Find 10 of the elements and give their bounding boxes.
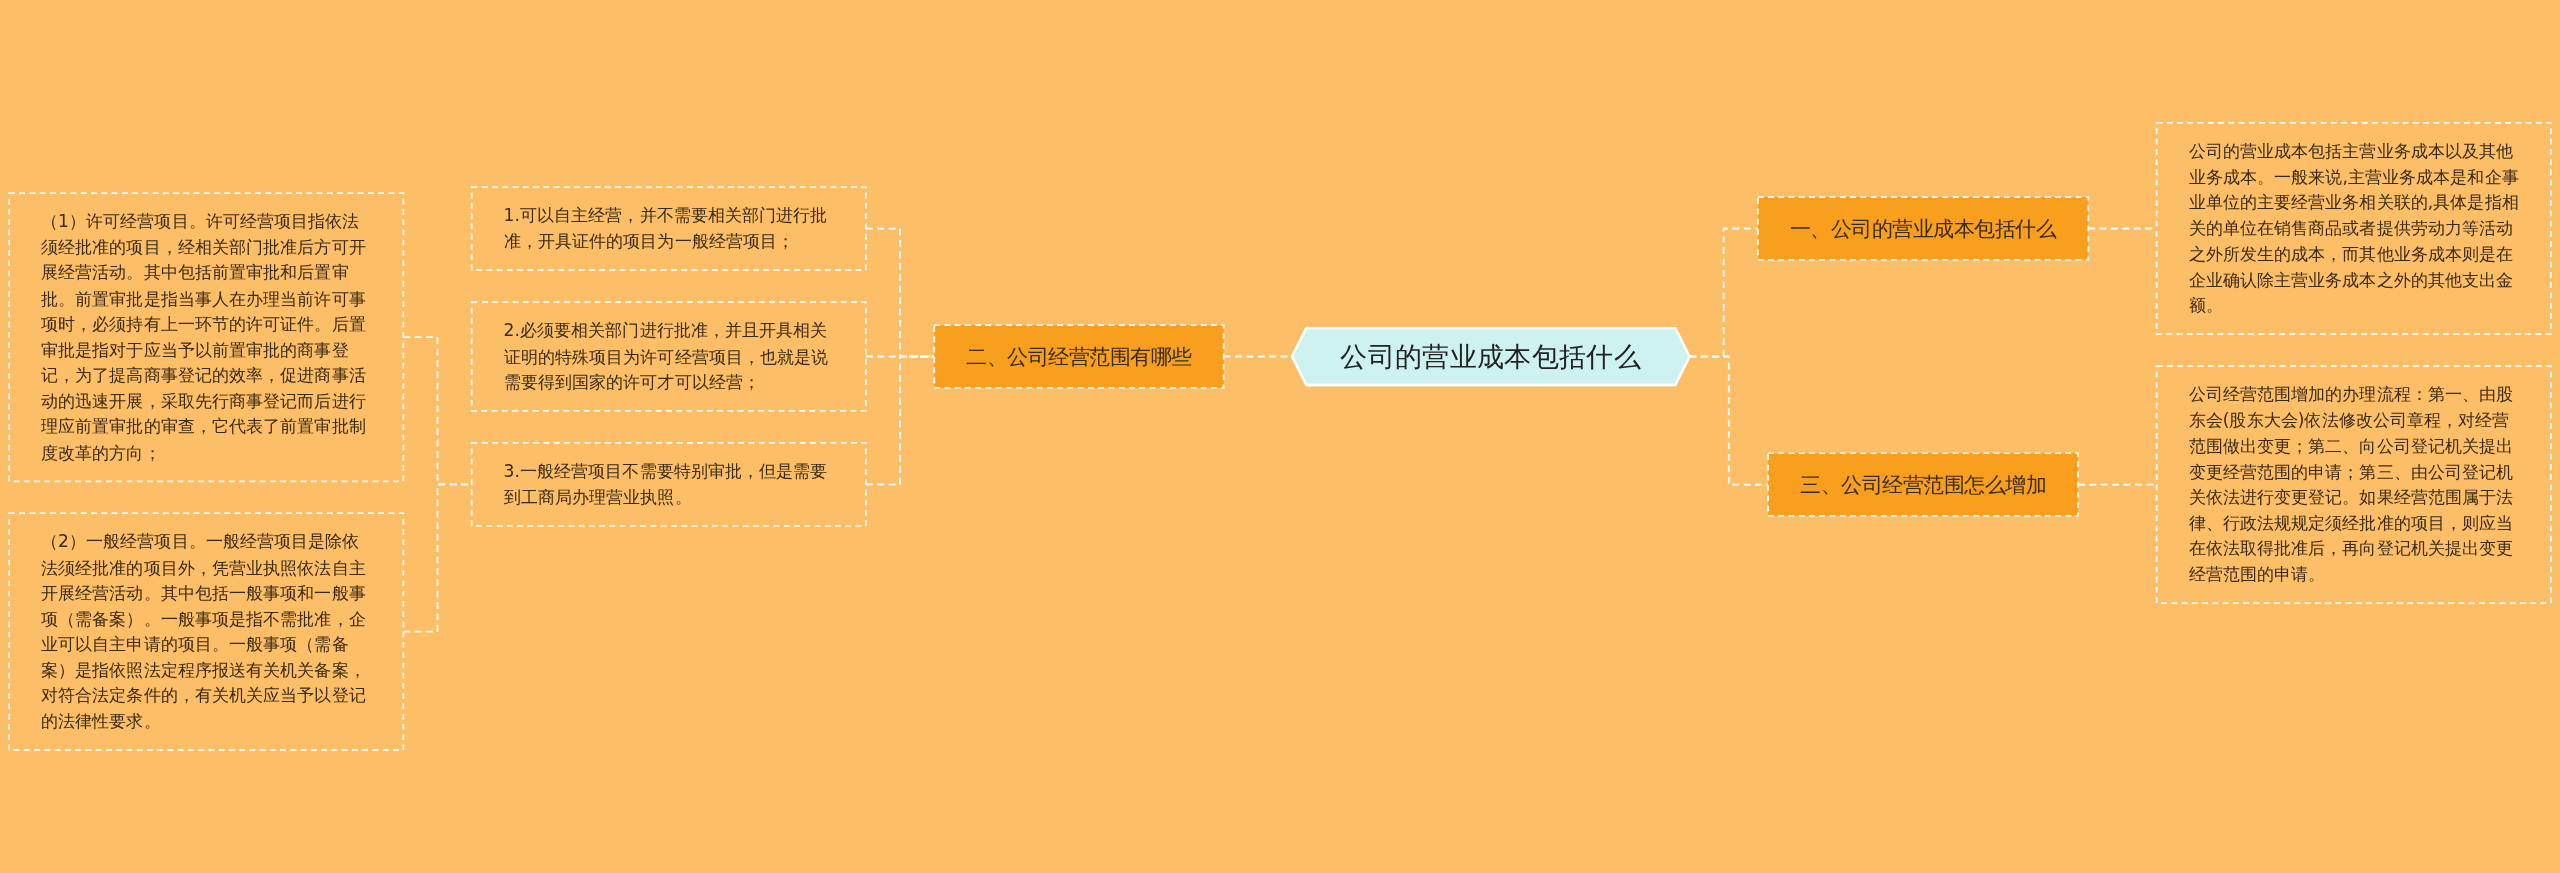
node-box: 二、公司经营范围有哪些 [933,324,1225,389]
node-box: 一、公司的营业成本包括什么 [1757,196,2090,261]
node-box: 三、公司经营范围怎么增加 [1767,452,2079,517]
node-box: 2.必须要相关部门进行批准，并且开具相关证明的特殊项目为许可经营项目，也就是说需要得到国家的许可才可以经营； [470,301,867,412]
node-box: （1）许可经营项目。许可经营项目指依法须经批准的项目，经相关部门批准后方可开展经营活动。其中包括前置审批和后置审批。前置审批是指当事人在办理当前许可事项时，必须持有上一环节的许可证件。后置审批是指对于应当予以前置审批的商事登记，为了提高商事登记的效率，促进商事活动的迅速开展，采取先行商事登记而后进行理应前置审批的审查，它代表了前置审批制度改革的方向； [8,192,405,483]
node-box: 公司经营范围增加的办理流程：第一、由股东会(股东大会)依法修改公司章程，对经营范围做出变更；第二、向公司登记机关提出变更经营范围的申请；第三、由公司登记机关依法进行变更登记。如果经营范围属于法律、行政法规规定须经批准的项目，则应当在依法取得批准后，再向登记机关提出变更经营范围的申请。 [2155,365,2552,604]
node-box: 公司的营业成本包括主营业务成本以及其他业务成本。一般来说,主营业务成本是和企事业单位的主要经营业务相关联的,具体是指相关的单位在销售商品或者提供劳动力等活动之外所发生的成本，而其他业务成本则是在企业确认除主营业务成本之外的其他支出金额。 [2155,121,2552,336]
node-box: 1.可以自主经营，并不需要相关部门进行批准，开具证件的项目为一般经营项目； [470,186,867,272]
node-box: （2）一般经营项目。一般经营项目是除依法须经批准的项目外，凭营业执照依法自主开展经营活动。其中包括一般事项和一般事项（需备案）。一般事项是指不需批准，企业可以自主申请的项目。一般事项（需备案）是指依照法定程序报送有关机关备案，对符合法定条件的，有关机关应当予以登记的法律性要求。 [8,512,405,752]
node-box: 3.一般经营项目不需要特别审批，但是需要到工商局办理营业执照。 [470,442,867,527]
